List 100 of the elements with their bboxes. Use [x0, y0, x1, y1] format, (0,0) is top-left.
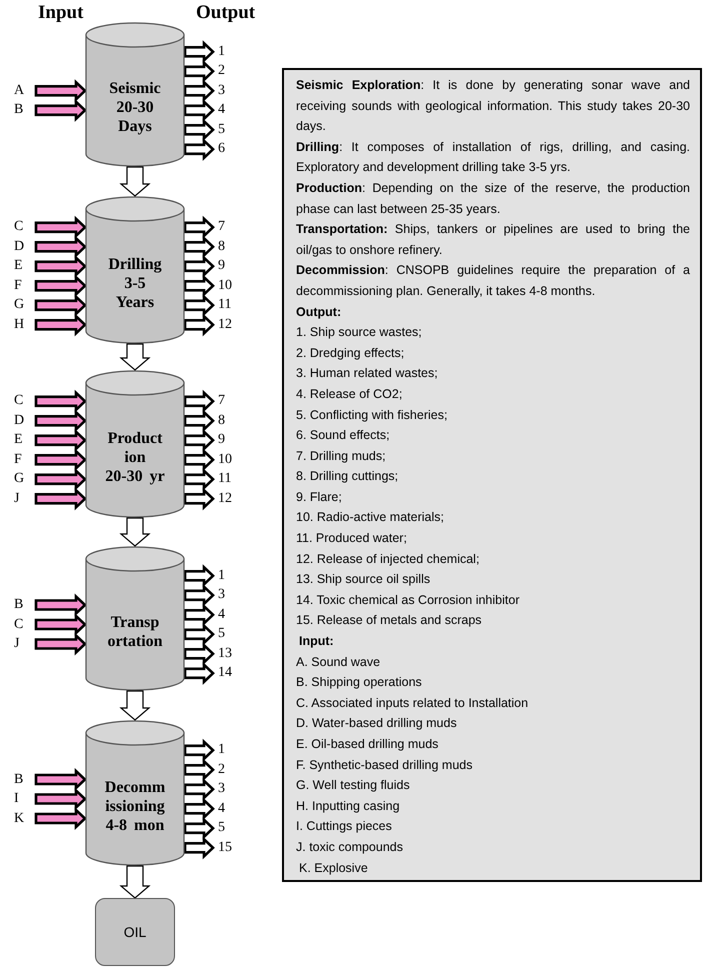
output-number: 8 [218, 412, 240, 429]
list-item: C. Associated inputs related to Installation [296, 694, 530, 712]
input-letter: B [14, 597, 30, 613]
stage-label: Transp ortation [106, 612, 164, 650]
block-arrow [34, 79, 87, 102]
block-arrow [184, 584, 215, 607]
output-number: 5 [218, 122, 240, 138]
block-arrow [184, 409, 215, 432]
output-number: 12 [218, 490, 240, 507]
list-item: F. Synthetic-based drilling muds [296, 756, 474, 774]
output-number: 7 [218, 393, 240, 410]
block-arrow [34, 294, 87, 317]
block-arrow [184, 797, 215, 820]
block-arrow [119, 343, 151, 371]
rounded-box: OIL [95, 898, 175, 966]
block-arrow [34, 806, 87, 830]
list-item: 2. Dredging effects; [296, 344, 406, 362]
block-arrow [184, 778, 215, 801]
block-arrow [184, 294, 215, 317]
input-letter: C [14, 219, 30, 236]
output-number: 2 [218, 762, 240, 778]
output-number: 4 [218, 800, 240, 817]
block-arrow [119, 865, 151, 899]
block-arrow [34, 216, 87, 239]
block-arrow [184, 428, 215, 452]
stage-label: Product ion 20-30 yr [104, 428, 166, 486]
block-arrow [34, 787, 87, 811]
block-arrow [184, 758, 215, 782]
block-arrow [184, 603, 215, 626]
list-item: 14. Toxic chemical as Corrosion inhibitor [296, 592, 520, 609]
list-item: 15. Release of metals and scraps [296, 612, 483, 630]
list-item: H. Inputting casing [296, 798, 401, 815]
list-item: 13. Ship source oil spills [296, 571, 432, 588]
block-arrow [184, 216, 215, 239]
block-arrow [184, 662, 215, 685]
block-arrow [119, 690, 151, 721]
section-heading: Output: [296, 304, 342, 321]
list-item: 10. Radio-active materials; [296, 509, 445, 526]
block-arrow [184, 642, 215, 666]
block-arrow [34, 593, 87, 617]
input-letter: C [14, 393, 30, 410]
input-letter: B [14, 102, 30, 118]
output-number: 3 [218, 587, 240, 604]
block-arrow [184, 564, 215, 588]
block-arrow [34, 409, 87, 432]
column-heading: Input [38, 2, 84, 24]
output-number: 1 [218, 44, 240, 60]
input-letter: F [14, 452, 30, 468]
block-arrow [119, 517, 151, 547]
list-item: 9. Flare; [296, 488, 343, 506]
input-letter: H [14, 316, 30, 333]
list-item: G. Well testing fluids [296, 777, 411, 794]
input-letter: G [14, 297, 30, 314]
input-letter: E [14, 432, 30, 448]
paragraph: Production: Depending on the size of the reserve, the production phase can last between 25-35 years. [296, 180, 690, 218]
block-arrow [184, 313, 215, 336]
output-number: 13 [218, 646, 240, 662]
block-arrow [34, 428, 87, 452]
stage-label: Seismic 20-30 Days [108, 79, 162, 136]
output-number: 11 [218, 471, 240, 488]
output-number: 8 [218, 238, 240, 255]
output-number: 5 [218, 626, 240, 642]
output-number: 1 [218, 742, 240, 758]
block-arrow [184, 738, 215, 762]
block-arrow [184, 816, 215, 840]
list-item: D. Water-based drilling muds [296, 715, 458, 732]
list-item: 7. Drilling muds; [296, 448, 387, 465]
block-arrow [184, 274, 215, 298]
output-number: 4 [218, 102, 240, 118]
block-arrow [34, 468, 87, 491]
text-panel [282, 68, 702, 882]
output-number: 9 [218, 258, 240, 274]
list-item: 3. Human related wastes; [296, 365, 439, 382]
stage-label: Decomm issioning 4-8 mon [104, 778, 166, 834]
input-letter: C [14, 616, 30, 632]
block-arrow [34, 487, 87, 510]
input-letter: I [14, 791, 30, 807]
block-arrow [184, 487, 215, 510]
list-item: I. Cuttings pieces [296, 818, 393, 836]
block-arrow [34, 632, 87, 656]
block-arrow [184, 836, 215, 860]
output-number: 1 [218, 568, 240, 584]
list-item: K. Explosive [298, 860, 369, 877]
input-letter: F [14, 278, 30, 294]
block-arrow [184, 622, 215, 646]
input-letter: D [14, 238, 30, 255]
block-arrow [34, 274, 87, 298]
input-letter: G [14, 471, 30, 488]
output-number: 12 [218, 316, 240, 333]
column-heading: Output [196, 2, 256, 24]
block-arrow [184, 98, 215, 122]
block-arrow [184, 468, 215, 491]
output-number: 4 [218, 606, 240, 623]
list-item: 12. Release of injected chemical; [296, 550, 480, 568]
block-arrow [34, 98, 87, 122]
list-item: 6. Sound effects; [296, 427, 391, 444]
output-number: 14 [218, 665, 240, 682]
block-arrow [34, 612, 87, 636]
list-item: 4. Release of CO2; [296, 386, 404, 403]
block-arrow [184, 60, 215, 83]
